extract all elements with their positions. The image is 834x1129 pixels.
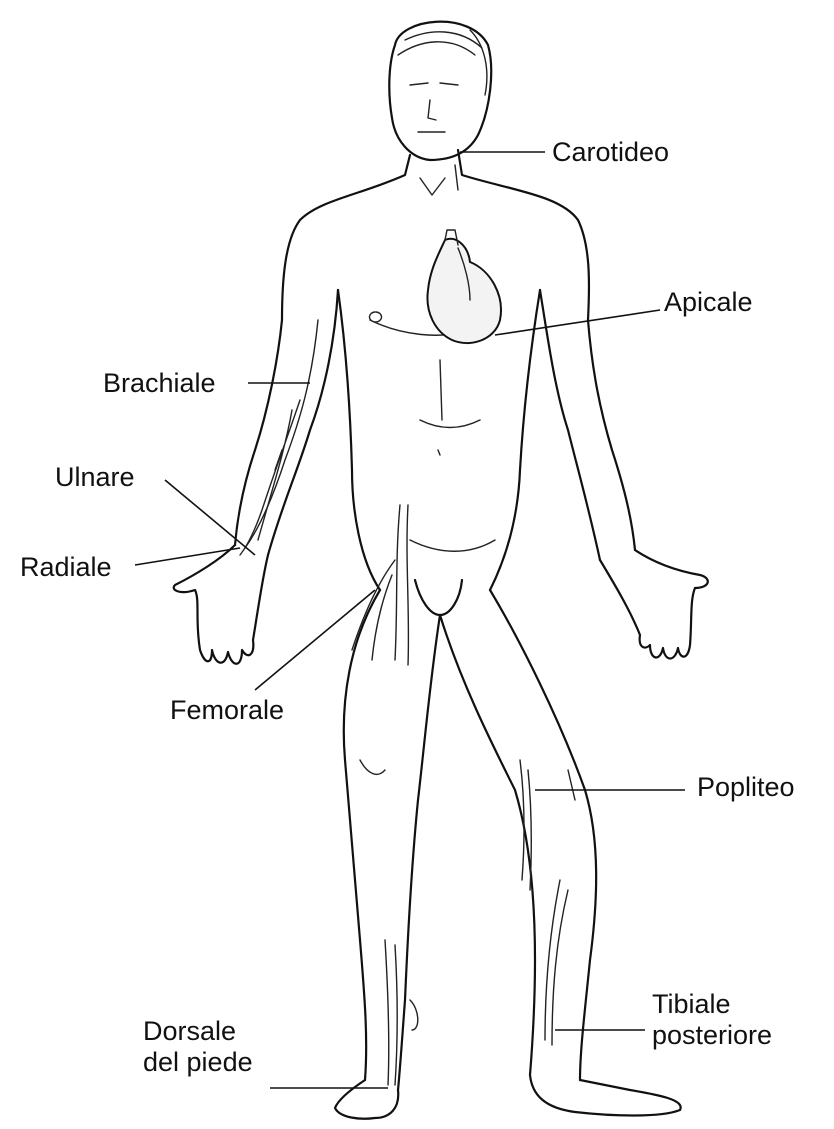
groin-outline <box>415 580 462 615</box>
radial-leader-line <box>135 548 240 565</box>
femoral-artery <box>352 505 408 665</box>
ulnar-label: Ulnare <box>55 462 135 493</box>
posterior-tibial-label-line1: Tibiale <box>652 989 772 1020</box>
left-hand-outline <box>174 545 268 664</box>
femoral-label: Femorale <box>170 695 284 726</box>
dorsalis-pedis-label-line2: del piede <box>143 1047 253 1078</box>
left-foot-outline <box>335 1080 398 1119</box>
knee-lines <box>360 760 575 800</box>
right-leg-outline <box>440 590 596 1080</box>
apical-leader-line <box>495 310 660 335</box>
posterior-tibial-label-line2: posteriore <box>652 1020 772 1051</box>
posterior-tibial-artery <box>545 880 568 1045</box>
heart-icon <box>427 239 500 343</box>
radial-ulnar-arteries <box>240 400 300 555</box>
dorsalis-pedis-label-line1: Dorsale <box>143 1016 253 1047</box>
right-arm-outline <box>540 290 635 560</box>
left-leg-outline <box>344 590 440 1090</box>
apical-label: Apicale <box>664 287 753 318</box>
brachial-label: Brachiale <box>103 368 216 399</box>
face-features <box>410 83 458 132</box>
left-arm-outline <box>235 290 338 555</box>
carotid-label: Carotideo <box>552 137 669 168</box>
ulnar-leader-line <box>165 480 255 555</box>
dorsalis-pedis-artery <box>385 940 418 1085</box>
popliteal-label: Popliteo <box>697 772 795 803</box>
collarbone-lines <box>420 165 458 195</box>
right-foot-outline <box>530 1075 681 1116</box>
chest-lines <box>369 312 495 551</box>
posterior-tibial-label: Tibiale posteriore <box>652 989 772 1051</box>
dorsalis-pedis-label: Dorsale del piede <box>143 1016 253 1078</box>
right-hand-outline <box>600 550 708 659</box>
radial-label: Radiale <box>20 552 112 583</box>
